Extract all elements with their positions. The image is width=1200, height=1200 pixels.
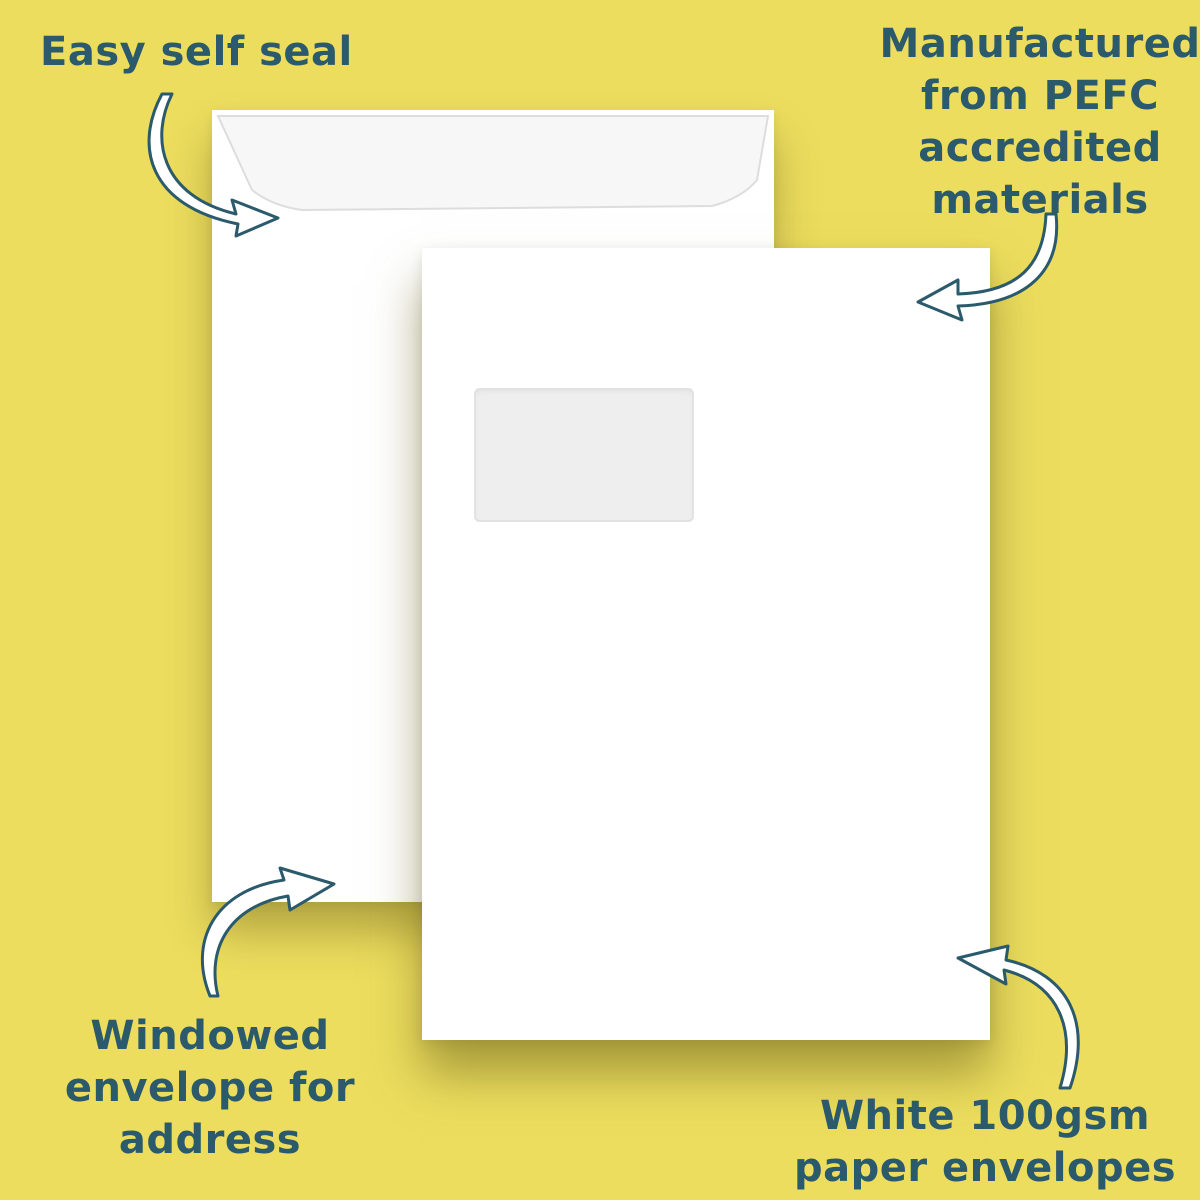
callout-line: Manufactured xyxy=(879,21,1200,67)
address-window xyxy=(474,388,694,522)
callout-pefc-materials: Manufactured from PEFC accredited materi… xyxy=(870,18,1200,226)
curved-arrow-icon xyxy=(147,92,280,238)
envelope-flap xyxy=(216,115,770,212)
callout-line: envelope for xyxy=(64,1065,356,1111)
callout-white-100gsm: White 100gsm paper envelopes xyxy=(790,1090,1180,1194)
callout-line: address xyxy=(118,1117,302,1163)
curved-arrow-icon xyxy=(200,866,336,998)
callout-windowed-envelope: Windowed envelope for address xyxy=(60,1010,360,1166)
curved-arrow-icon xyxy=(956,944,1080,1090)
callout-line: Windowed xyxy=(90,1013,330,1059)
curved-arrow-icon xyxy=(916,212,1059,322)
callout-line: materials xyxy=(931,177,1149,223)
callout-easy-self-seal: Easy self seal xyxy=(40,26,353,78)
callout-line: White 100gsm xyxy=(819,1093,1151,1139)
callout-line: paper envelopes xyxy=(793,1145,1177,1191)
front-envelope xyxy=(422,248,990,1040)
callout-line: accredited xyxy=(918,125,1162,171)
callout-line: from PEFC xyxy=(920,73,1160,119)
callout-text: Easy self seal xyxy=(40,29,353,75)
